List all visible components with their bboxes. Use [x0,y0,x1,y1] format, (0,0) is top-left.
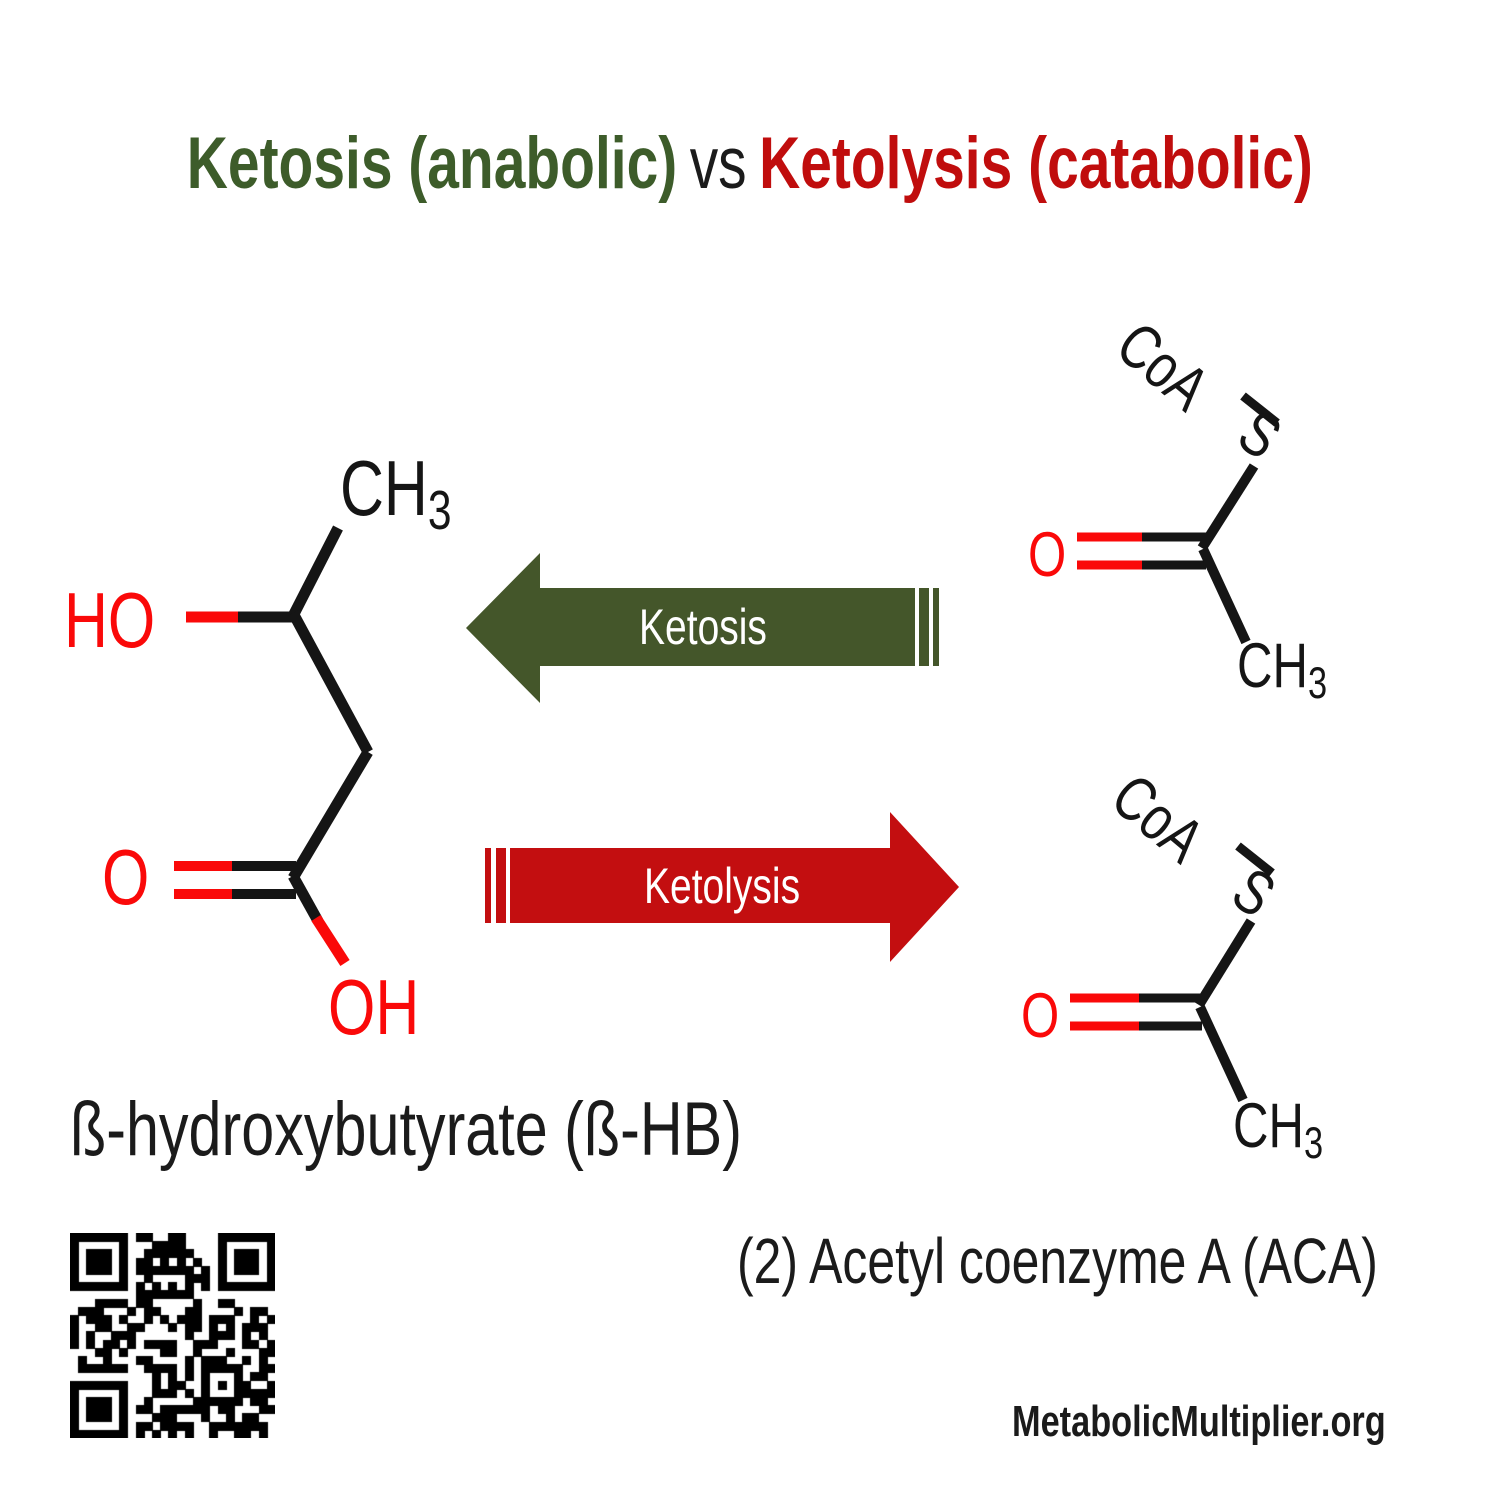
bhb-ho-label: HO [64,576,156,664]
ketosis-arrow [466,553,939,703]
qr-code [70,1233,275,1438]
website-label: MetabolicMultiplier.org [1012,1397,1386,1446]
acetyl-top-o-label: O [1028,520,1067,590]
acetyl-bottom-o-label: O [1021,981,1060,1051]
acetyl-bottom-ch3-label: CH3 [1233,1091,1324,1169]
title-ketosis-anabolic: Ketosis (anabolic) [186,123,678,204]
title-vs: vs [689,123,747,204]
title-ketolysis-catabolic: Ketolysis (catabolic) [759,123,1314,204]
ketolysis-arrow [485,812,959,962]
bhb-ch3-label: CH3 [340,444,452,541]
bhb-carbonyl-o-label: O [102,833,150,921]
acetyl-top-ch3-label: CH3 [1237,631,1328,709]
bhb-structure-bonds [174,525,373,966]
acetyl-coa-top-bonds [1077,392,1280,645]
ketosis-arrow-label: Ketosis [638,599,767,655]
acetyl-coa-name-label: (2) Acetyl coenzyme A (ACA) [737,1225,1378,1297]
bhb-name-label: ß-hydroxybutyrate (ß-HB) [70,1087,742,1172]
ketolysis-arrow-label: Ketolysis [643,858,801,914]
acetyl-coa-bottom-bonds [1070,842,1275,1103]
bhb-oh-label: OH [328,963,420,1051]
